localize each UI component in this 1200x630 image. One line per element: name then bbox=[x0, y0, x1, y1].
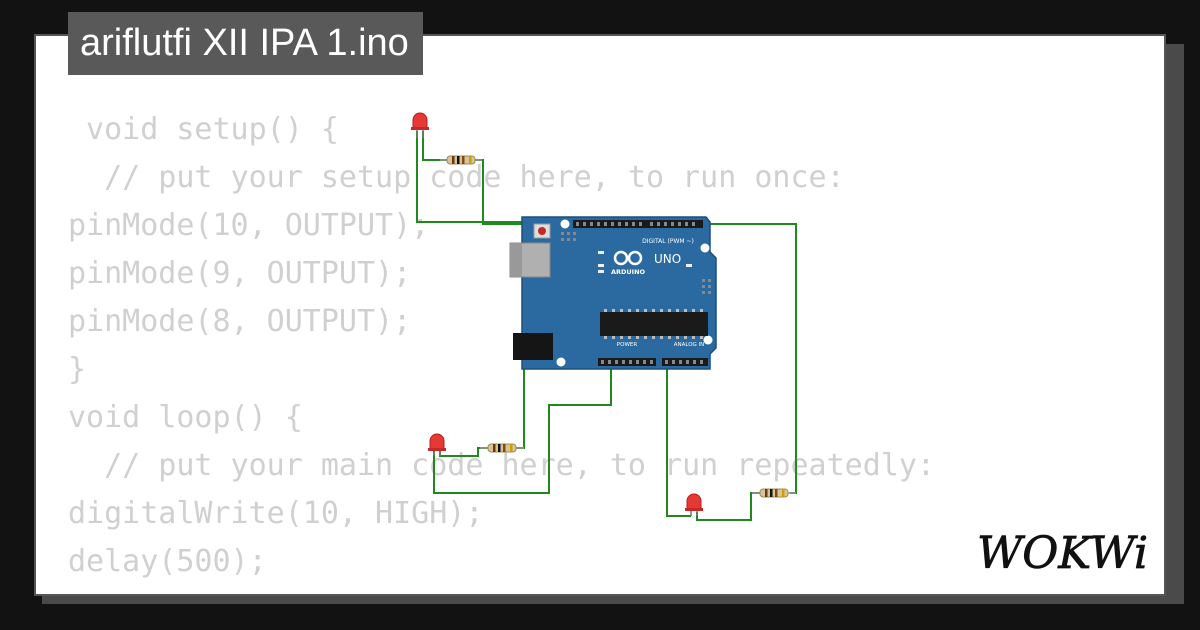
arduino-logo bbox=[613, 250, 643, 266]
resistor[interactable] bbox=[480, 443, 524, 453]
status-led bbox=[598, 270, 604, 273]
code-line: pinMode(8, OUTPUT); bbox=[68, 304, 412, 339]
power-header bbox=[598, 358, 656, 366]
code-editor: void setup() { // put your setup code he… bbox=[68, 106, 935, 586]
status-led bbox=[598, 251, 604, 254]
status-led bbox=[598, 264, 604, 267]
led[interactable] bbox=[428, 433, 446, 456]
code-line: void loop() { bbox=[68, 400, 303, 435]
status-led bbox=[686, 264, 692, 267]
code-line: pinMode(10, OUTPUT); bbox=[68, 208, 430, 243]
resistor[interactable] bbox=[440, 155, 482, 165]
wire bbox=[696, 492, 760, 521]
code-line: pinMode(9, OUTPUT); bbox=[68, 256, 412, 291]
microcontroller-chip bbox=[600, 312, 708, 336]
code-line: delay(500); bbox=[68, 544, 267, 579]
code-line: void setup() { bbox=[68, 112, 339, 147]
led[interactable] bbox=[685, 493, 703, 516]
analog-label: ANALOG IN bbox=[674, 342, 705, 348]
arduino-uno-board[interactable]: DIGITAL (PWM ~) UNO ARDUINO bbox=[509, 216, 717, 370]
code-line: // put your main code here, to run repea… bbox=[68, 448, 935, 483]
power-jack bbox=[513, 333, 553, 360]
board-brand-label: ARDUINO bbox=[611, 268, 646, 276]
wire bbox=[416, 131, 565, 223]
board-model-label: UNO bbox=[654, 252, 681, 266]
code-line: } bbox=[68, 352, 87, 387]
led[interactable] bbox=[411, 112, 429, 138]
digital-header bbox=[573, 220, 703, 228]
resistor[interactable] bbox=[752, 488, 796, 498]
project-title[interactable]: ariflutfi XII IPA 1.ino bbox=[68, 12, 423, 75]
code-line: // put your setup code here, to run once… bbox=[68, 160, 845, 195]
power-label: POWER bbox=[617, 342, 638, 348]
wire bbox=[433, 235, 612, 494]
svg-text:WOKWi: WOKWi bbox=[977, 528, 1148, 579]
wire bbox=[422, 131, 447, 161]
wokwi-logo: WOKWi bbox=[977, 528, 1149, 580]
analog-header bbox=[662, 358, 708, 366]
code-line: digitalWrite(10, HIGH); bbox=[68, 496, 484, 531]
digital-label: DIGITAL (PWM ~) bbox=[642, 238, 694, 245]
wire bbox=[439, 447, 488, 457]
